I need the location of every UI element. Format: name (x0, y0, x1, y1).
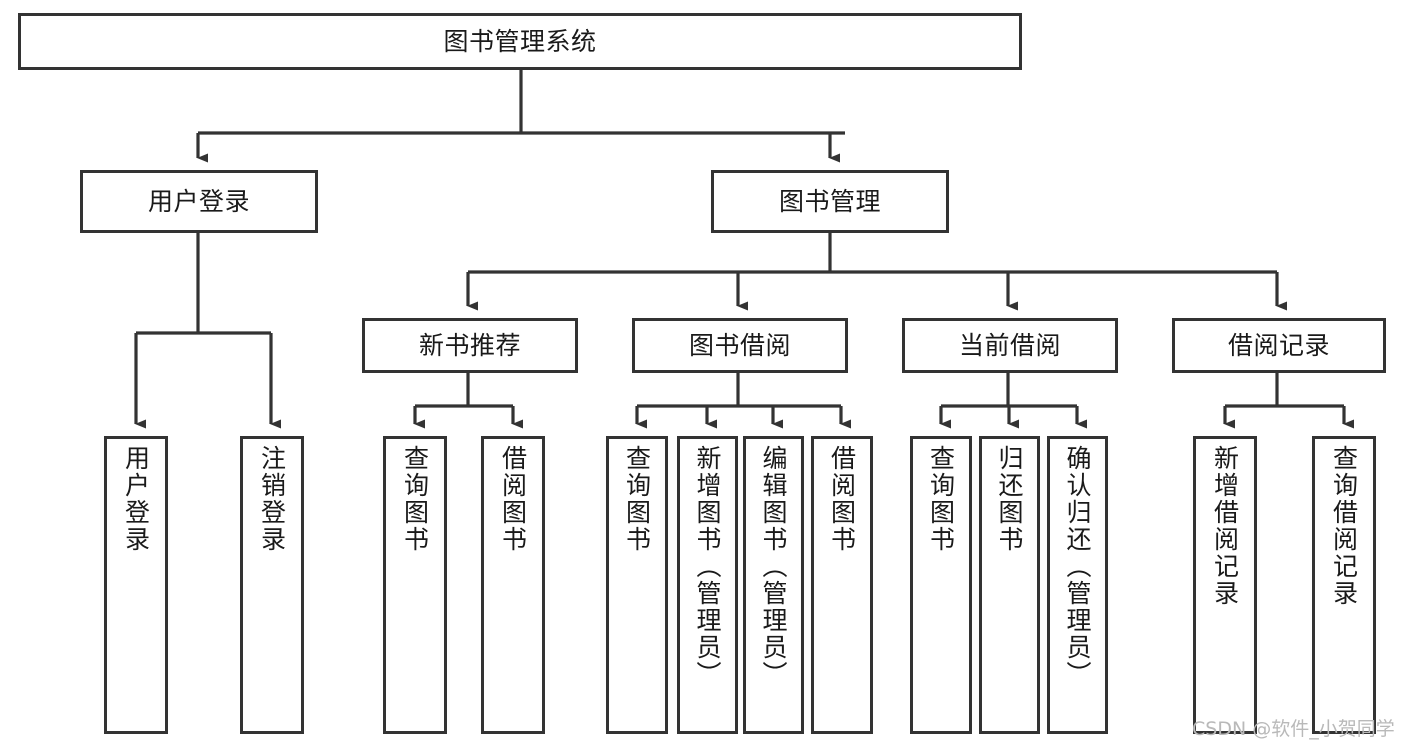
node-label: 图书管理 (778, 186, 881, 216)
node-label: 图书借阅 (688, 330, 791, 360)
leaf-current-borrow-return-books[interactable]: 归还图书 (979, 436, 1040, 734)
leaf-borrow-record-query-record[interactable]: 查询借阅记录 (1312, 436, 1376, 734)
leaf-current-borrow-confirm-return-admin[interactable]: 确认归还（管理员） (1047, 436, 1108, 734)
node-label: 当前借阅 (958, 330, 1061, 360)
node-label: 确认归还（管理员） (1063, 445, 1092, 688)
node-user-login[interactable]: 用户登录 (80, 170, 318, 233)
leaf-book-borrow-query-books[interactable]: 查询图书 (606, 436, 668, 734)
node-label: 借阅记录 (1227, 330, 1330, 360)
leaf-current-borrow-query-books[interactable]: 查询图书 (910, 436, 972, 734)
node-label: 查询图书 (622, 445, 652, 553)
leaf-new-book-borrow-books[interactable]: 借阅图书 (481, 436, 545, 734)
node-root-book-management-system[interactable]: 图书管理系统 (18, 13, 1022, 70)
node-book-management[interactable]: 图书管理 (711, 170, 949, 233)
node-current-borrow[interactable]: 当前借阅 (902, 318, 1118, 373)
csdn-watermark: CSDN @软件_小贺同学 (1192, 718, 1395, 740)
node-label: 借阅图书 (498, 445, 528, 553)
node-label: 编辑图书（管理员） (759, 445, 788, 688)
leaf-user-login-login[interactable]: 用户登录 (104, 436, 168, 734)
node-label: 查询借阅记录 (1329, 445, 1359, 607)
node-label: 查询图书 (926, 445, 956, 553)
node-label: 归还图书 (995, 445, 1024, 553)
leaf-new-book-query-books[interactable]: 查询图书 (383, 436, 447, 734)
node-label: 新增借阅记录 (1210, 445, 1240, 607)
node-book-borrow[interactable]: 图书借阅 (632, 318, 848, 373)
node-label: 借阅图书 (827, 445, 857, 553)
node-label: 新增图书（管理员） (693, 445, 722, 688)
node-label: 用户登录 (147, 186, 250, 216)
node-borrow-record[interactable]: 借阅记录 (1172, 318, 1386, 373)
node-label: 用户登录 (121, 445, 151, 553)
node-label: 新书推荐 (418, 330, 521, 360)
leaf-book-borrow-borrow-books[interactable]: 借阅图书 (811, 436, 873, 734)
leaf-user-login-logout[interactable]: 注销登录 (240, 436, 304, 734)
leaf-borrow-record-add-record[interactable]: 新增借阅记录 (1193, 436, 1257, 734)
node-label: 注销登录 (257, 445, 287, 553)
leaf-book-borrow-add-book-admin[interactable]: 新增图书（管理员） (677, 436, 738, 734)
node-label: 查询图书 (400, 445, 430, 553)
node-label: 图书管理系统 (443, 26, 597, 56)
node-new-book-recommend[interactable]: 新书推荐 (362, 318, 578, 373)
leaf-book-borrow-edit-book-admin[interactable]: 编辑图书（管理员） (743, 436, 804, 734)
